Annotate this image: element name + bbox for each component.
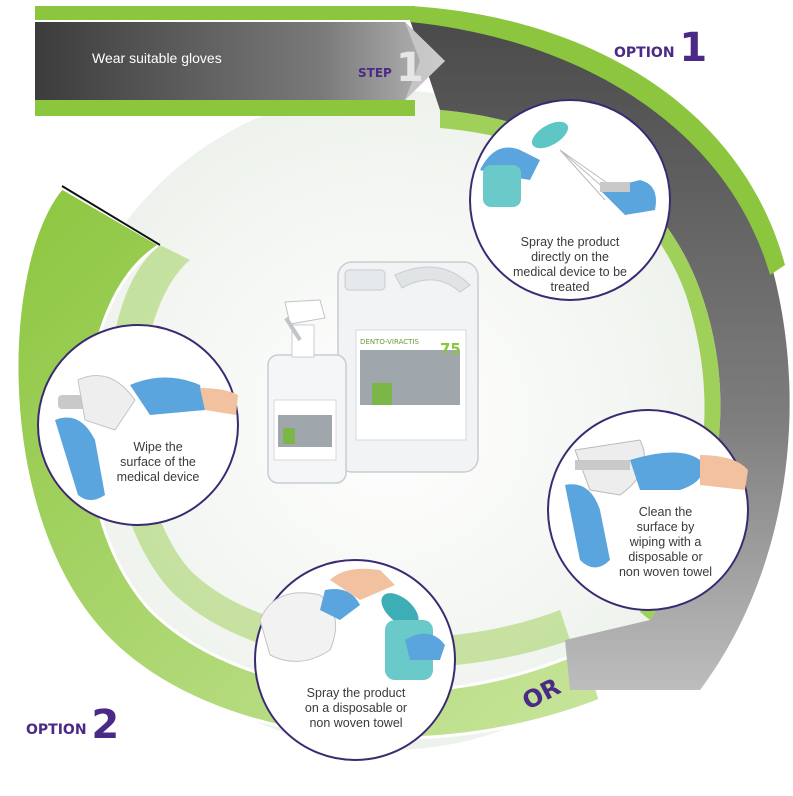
step-banner-bottom-stripe xyxy=(35,100,415,116)
glove-icon xyxy=(130,377,205,415)
option1-word: OPTION xyxy=(614,45,675,61)
bubble-spray-towel xyxy=(254,559,456,761)
handpiece-icon xyxy=(575,460,630,470)
canister-label-logo xyxy=(372,383,392,405)
step-number: 1 xyxy=(396,45,424,91)
svg-text:DENTO-VIRACTIS: DENTO-VIRACTIS xyxy=(360,338,419,346)
towel-icon xyxy=(77,375,136,431)
glove-icon xyxy=(405,633,445,660)
towel-icon xyxy=(259,592,337,662)
glove-icon xyxy=(565,484,610,568)
step-banner-top-stripe xyxy=(35,6,415,20)
option1-number: 1 xyxy=(679,25,708,71)
bubble-spray-device xyxy=(469,99,671,301)
step-banner xyxy=(35,22,445,100)
option2-word: OPTION xyxy=(26,722,87,738)
step-label: STEP 1 xyxy=(358,48,424,88)
product-image: DENTO-VIRACTIS 75 xyxy=(267,261,479,484)
bubble-wipe-surface xyxy=(37,324,239,526)
step-text-clean-surface: Clean the surface by wiping with a dispo… xyxy=(618,505,713,579)
option2-label: OPTION 2 xyxy=(26,705,119,745)
svg-text:75: 75 xyxy=(440,340,461,358)
step-text-spray-towel: Spray the product on a disposable or non… xyxy=(304,686,408,730)
option1-arc-outer-green xyxy=(410,6,785,275)
bubble-clean-surface xyxy=(547,409,749,611)
arc-edge-line xyxy=(61,185,161,246)
step-word: STEP xyxy=(358,66,392,80)
option1-label: OPTION 1 xyxy=(614,28,707,68)
glove-icon xyxy=(55,417,105,500)
option2-number: 2 xyxy=(91,702,120,748)
option1-arc xyxy=(410,20,790,690)
option2-arc-inner xyxy=(108,245,571,668)
step-instruction: Wear suitable gloves xyxy=(92,50,222,66)
step-banner-arrow xyxy=(405,22,445,100)
spray-bottle-icon xyxy=(483,165,521,207)
step-text-spray-device: Spray the product directly on the medica… xyxy=(513,235,627,294)
glove-icon xyxy=(630,452,703,490)
step-text-wipe-surface: Wipe the surface of the medical device xyxy=(116,440,200,484)
glove-icon xyxy=(320,589,360,620)
